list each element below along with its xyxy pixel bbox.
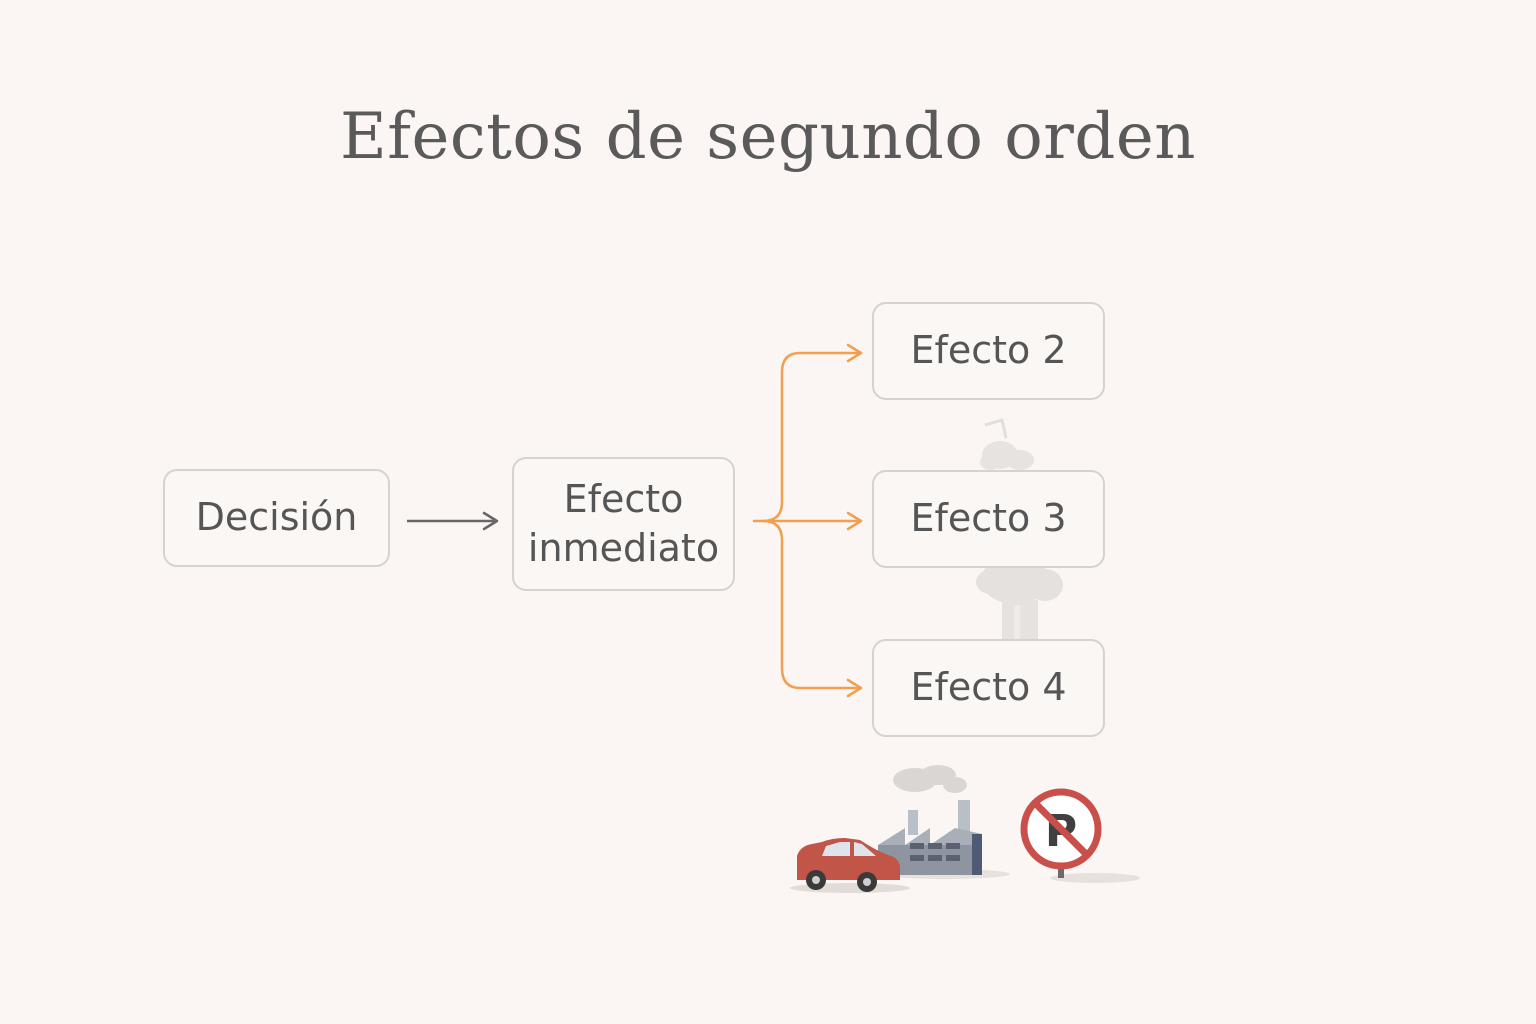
factory-icon — [878, 765, 1010, 879]
decision-node: Decisión — [163, 469, 390, 567]
decision-to-immediate-arrow — [407, 511, 499, 531]
diagram-title: Efectos de segundo orden — [340, 100, 1196, 174]
arrowhead-effect-4 — [846, 678, 863, 698]
smoke-plume-icon — [976, 418, 1063, 640]
branch-to-effect-4 — [761, 519, 860, 690]
arrowhead-effect-3 — [846, 511, 863, 531]
effect-3-label: Efecto 3 — [910, 496, 1067, 541]
arrowhead-effect-2 — [846, 343, 863, 363]
effect-3-node: Efecto 3 — [872, 470, 1105, 568]
no-parking-sign-icon: P — [1020, 788, 1140, 883]
effect-4-node: Efecto 4 — [872, 639, 1105, 737]
decision-label: Decisión — [195, 495, 358, 540]
immediate-effect-node: Efecto inmediato — [512, 457, 735, 591]
immediate-effect-label-line2: inmediato — [527, 526, 720, 570]
immediate-effect-label-line1: Efecto — [563, 476, 684, 521]
car-icon — [790, 838, 910, 893]
effect-4-label: Efecto 4 — [910, 665, 1067, 710]
effect-2-node: Efecto 2 — [872, 302, 1105, 400]
effect-2-label: Efecto 2 — [910, 328, 1067, 373]
branch-arrows — [752, 343, 863, 698]
